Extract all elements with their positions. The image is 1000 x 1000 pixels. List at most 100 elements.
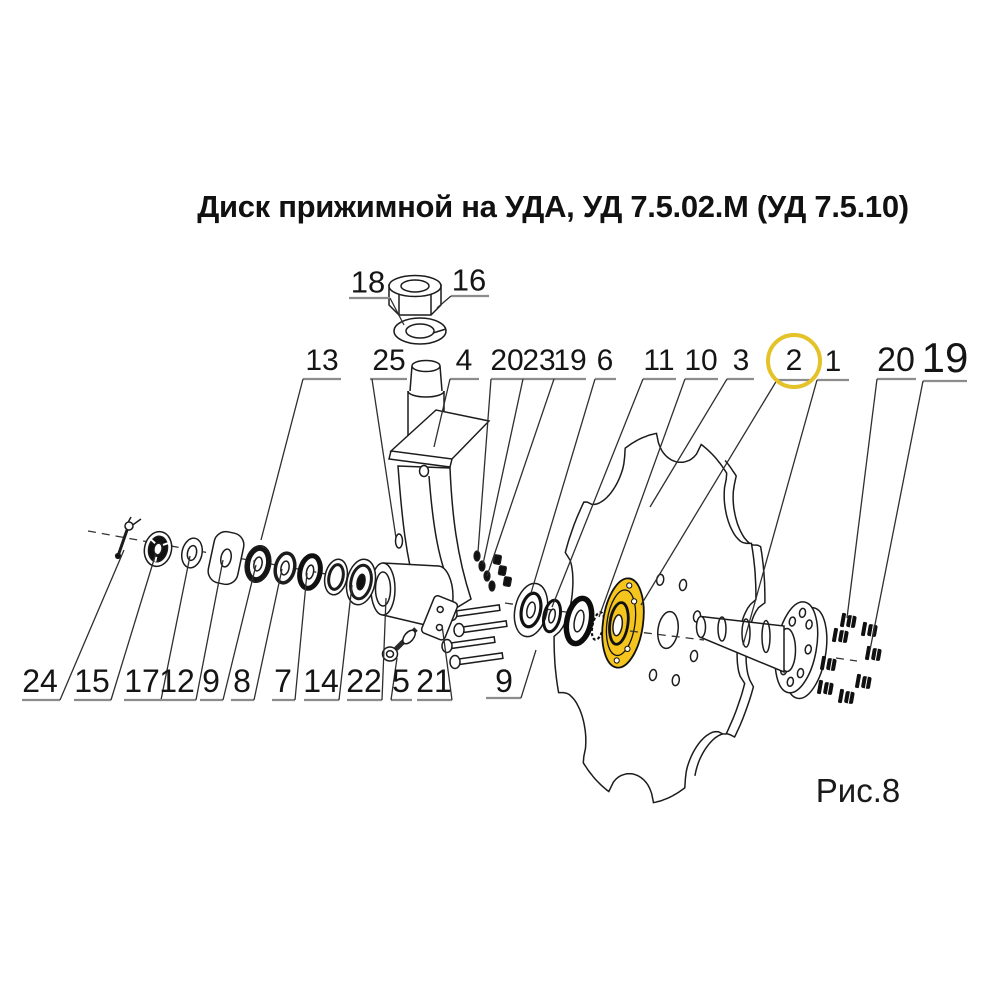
washer-plate-12 [207,530,245,586]
disc [553,432,766,804]
axis-dash-right [835,657,858,662]
callout-label-2: 2 [785,344,803,377]
nut-washer-pair [816,679,834,695]
callout-label-8: 8 [233,663,251,699]
callout-label-20b: 20 [877,341,915,379]
callout-leader-12 [195,559,224,701]
nut-16 [388,274,442,316]
stand-pin-top [411,359,441,373]
callout-label-21: 21 [416,663,452,699]
cup-6 [513,582,549,638]
callout-leader-9a [222,564,257,701]
shaft-end [695,615,707,639]
callout-label-19a: 19 [553,344,587,377]
spring-washer-18 [393,317,447,345]
callout-leader-23 [482,378,524,565]
callout-leader-9b [520,649,537,699]
callout-leader-19a [486,378,555,577]
cotter-pin-24 [114,516,142,560]
stand-gusset [389,409,491,460]
callout-leader-21 [441,624,453,701]
callout-label-19b: 19 [921,334,969,381]
disc-hole [678,578,688,592]
grease-pin-25 [394,533,404,549]
nut-washer-pair [839,612,857,628]
callout-leader-17 [160,555,191,701]
scraper-plate-21 [420,595,459,641]
callout-label-20a: 20 [490,344,524,377]
seal-11 [563,595,595,647]
left-parts-chain [114,516,377,606]
callout-label-24: 24 [22,663,58,699]
callout-leader-20b [846,378,878,619]
drawing-title: Диск прижимной на УДА, УД 7.5.02.М (УД 7… [197,189,909,224]
nut-washer-pair [819,655,837,671]
callout-leader-8 [253,568,283,701]
bolts [441,604,508,670]
disc-hole [671,673,681,687]
nut-washer-pair [854,673,872,689]
callout-leader-10 [598,378,686,618]
figure-number: Рис.8 [815,772,901,809]
castle-nut-15 [143,530,173,568]
disc-hole [689,649,699,663]
flange-hole [798,607,807,619]
ring-8 [273,551,297,585]
callout-label-4: 4 [455,344,473,377]
callout-leader-7 [294,572,308,701]
callout-label-16: 16 [451,262,487,298]
hub-highlighted [601,577,645,669]
callout-label-18: 18 [350,264,386,300]
highlight-circle [766,333,822,389]
callout-label-14: 14 [303,663,339,699]
callout-leader-1 [742,379,818,646]
callout-label-23: 23 [522,344,556,377]
callout-lines [22,294,967,702]
flange-hole [788,616,797,627]
callout-label-3: 3 [732,344,750,377]
seal-ring-7 [297,553,323,591]
flange-hole [804,644,813,655]
callout-label-9a: 9 [202,663,220,699]
callout-label-5: 5 [392,663,410,699]
callout-leader-2 [640,379,778,606]
flange-hole [796,667,805,679]
nut-washer-pair [864,645,882,661]
callout-label-25: 25 [372,344,406,377]
callout-leader-18 [389,297,405,326]
cup-22 [345,558,377,606]
callout-leader-14 [338,584,353,701]
callout-label-1: 1 [824,345,842,378]
callout-label-7: 7 [274,663,292,699]
callout-leader-6 [530,378,596,594]
fastener-cluster [381,550,512,670]
stand-hole [418,464,430,478]
shaft-flange [695,601,828,700]
disc-center-hole [657,610,679,650]
callout-leader-19b [869,380,924,651]
right-fastener-pairs [816,612,882,704]
callout-leader-3 [649,378,728,508]
disc-hole [648,668,658,682]
callout-leader-13 [260,378,304,541]
callout-leader-15 [110,552,157,701]
callout-label-6: 6 [596,344,614,377]
callout-leader-25 [371,378,397,539]
nut-washer-pair [837,688,855,704]
bearing-9-left [244,544,272,584]
callout-label-10: 10 [684,344,718,377]
callout-label-22: 22 [346,663,382,699]
washer-17 [180,537,204,569]
callout-leader-22 [381,597,387,701]
callout-label-13: 13 [305,344,339,377]
callout-label-17: 17 [124,663,160,699]
callout-label-12: 12 [159,663,195,699]
callout-leader-20a [477,378,492,553]
flange-hole [786,676,795,688]
axis-dash-disc [629,630,705,641]
bolt-5 [381,627,418,662]
callout-label-11: 11 [643,344,675,377]
flange-hole [805,619,813,630]
